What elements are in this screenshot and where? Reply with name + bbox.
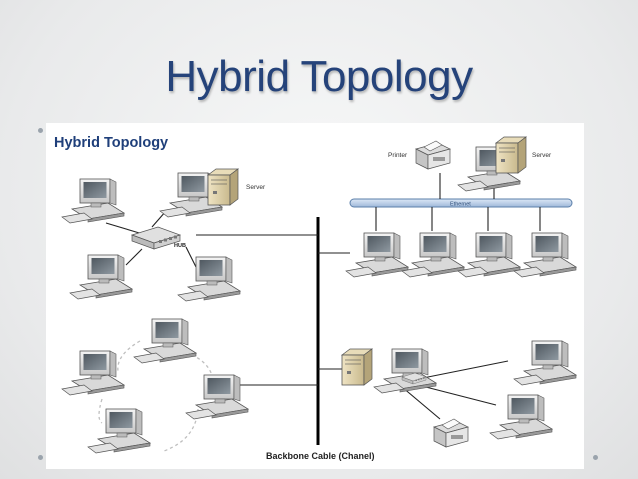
ethernet-label: Ethernet (450, 202, 471, 208)
ring-pc-right (185, 374, 249, 420)
bus-pc-4 (513, 232, 577, 278)
slide-title: Hybrid Topology (165, 52, 473, 101)
bottom-pc-top (513, 340, 577, 386)
bus-pc-3 (457, 232, 521, 278)
bullet-dot-top (38, 128, 43, 133)
hub-icon (131, 226, 181, 250)
ring-pc-left (61, 350, 125, 396)
bullet-dot-bottom-right (593, 455, 598, 460)
hub-label: HUB (174, 243, 186, 249)
bottom-server-workstation (373, 348, 437, 394)
star-pc-top-left (61, 178, 125, 224)
bus-server-label: Server (532, 152, 552, 159)
star-pc-bottom-left (69, 254, 133, 300)
star-pc-bottom-right (177, 256, 241, 302)
bus-pc-2 (401, 232, 465, 278)
bottom-right-links (318, 360, 509, 420)
star-server-label: Server (246, 184, 266, 191)
ring-network-links (98, 340, 213, 452)
star-server-icon (207, 168, 239, 206)
ring-pc-bottom (87, 408, 151, 454)
diagram-heading: Hybrid Topology (54, 135, 168, 151)
bullet-dot-bottom-left (38, 455, 43, 460)
backbone-label: Backbone Cable (Chanel) (266, 451, 375, 461)
ring-pc-top (133, 318, 197, 364)
bus-pc-1 (345, 232, 409, 278)
printer-label: Printer (388, 152, 408, 159)
bottom-pc-bottom (489, 394, 553, 440)
diagram-canvas: Hybrid Topology Backbone Cable (Chanel) … (54, 135, 577, 461)
bus-printer (415, 140, 451, 170)
ethernet-bus (349, 198, 573, 208)
bus-server-icon (495, 136, 527, 174)
hybrid-topology-diagram: Hybrid Topology Backbone Cable (Chanel) … (46, 123, 584, 469)
bottom-server-icon (341, 348, 373, 386)
bottom-printer (433, 418, 469, 448)
